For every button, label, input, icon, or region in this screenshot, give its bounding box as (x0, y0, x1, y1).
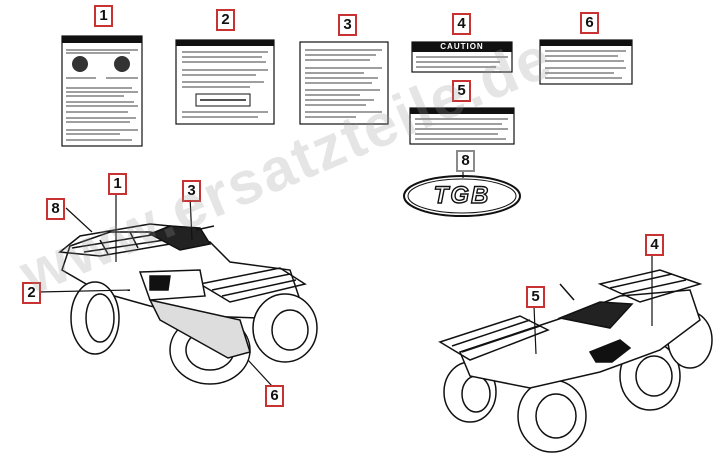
tgb-logo-text: TGB (433, 181, 491, 209)
warning-label-4 (411, 41, 513, 73)
warning-label-2 (175, 39, 275, 125)
callout-6: 6 (580, 12, 599, 34)
callout-4: 4 (452, 13, 471, 35)
callout-quad-left-6: 6 (265, 385, 284, 407)
callout-quad-right-4: 4 (645, 234, 664, 256)
quad-right-drawing (438, 269, 713, 453)
callout-3: 3 (338, 14, 357, 36)
caution-title: CAUTION (440, 42, 484, 51)
warning-label-1 (61, 35, 143, 147)
warning-label-6 (539, 39, 633, 85)
leader-lines (37, 172, 653, 387)
warning-label-3 (299, 41, 389, 125)
tgb-logo-decal (403, 175, 521, 217)
callout-quad-left-1: 1 (108, 173, 127, 195)
callout-quad-left-8: 8 (46, 198, 65, 220)
callout-2: 2 (216, 9, 235, 31)
quad-left-drawing (58, 223, 318, 385)
callout-quad-right-5: 5 (526, 286, 545, 308)
callout-quad-left-2: 2 (22, 282, 41, 304)
callout-quad-left-3: 3 (182, 180, 201, 202)
callout-1: 1 (94, 5, 113, 27)
callout-5: 5 (452, 80, 471, 102)
callout-8: 8 (456, 150, 475, 172)
warning-label-5 (409, 107, 515, 145)
